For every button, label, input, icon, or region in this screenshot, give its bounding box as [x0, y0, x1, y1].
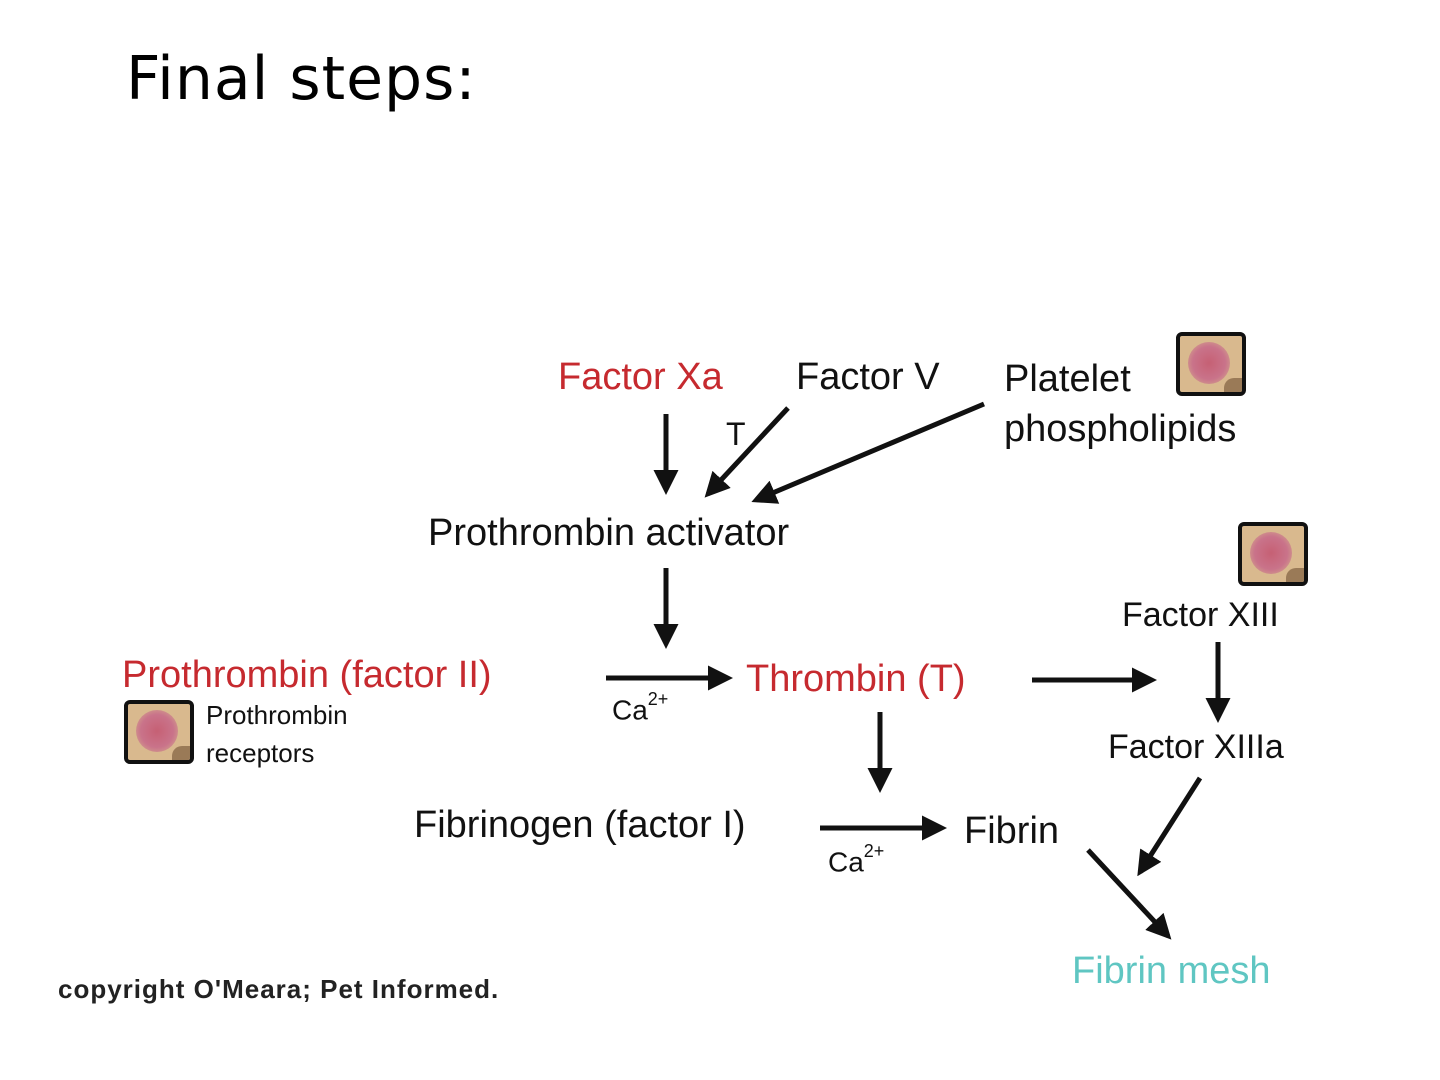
prothrombin-receptors-line1: Prothrombin: [206, 700, 348, 730]
fibrin-label: Fibrin: [964, 810, 1060, 852]
platelet-label-line1: Platelet: [1004, 358, 1131, 400]
platelet-icon: [124, 700, 194, 764]
arrow-xiiia-to-mesh: [1137, 776, 1203, 877]
calcium-label: Ca2+: [828, 841, 885, 878]
platelet-icon: [1238, 522, 1308, 586]
thrombin-label: Thrombin (T): [746, 658, 966, 700]
arrow-v-to-activator: [704, 406, 790, 498]
fibrinogen-label: Fibrinogen (factor I): [414, 804, 746, 846]
copyright-notice: copyright O'Meara; Pet Informed.: [58, 974, 500, 1004]
factor-xiii-label: Factor XIII: [1122, 596, 1279, 634]
arrow-fibrin-to-mesh: [1086, 848, 1172, 940]
factor-v-label: Factor V: [796, 356, 940, 398]
factor-xa-label: Factor Xa: [558, 356, 723, 398]
calcium-label: Ca2+: [612, 689, 669, 726]
factor-xiiia-label: Factor XIIIa: [1108, 728, 1284, 766]
arrow-phospholipids-to-activator: [751, 401, 985, 504]
prothrombin-receptors-line2: receptors: [206, 738, 315, 768]
prothrombin-label: Prothrombin (factor II): [122, 654, 492, 696]
prothrombin-activator-label: Prothrombin activator: [428, 512, 790, 554]
thrombin-catalyst-label: T: [726, 416, 746, 452]
platelet-label-line2: phospholipids: [1004, 408, 1237, 450]
slide-title: Final steps:: [126, 44, 477, 114]
platelet-icon: [1176, 332, 1246, 396]
fibrin-mesh-label: Fibrin mesh: [1072, 950, 1271, 992]
